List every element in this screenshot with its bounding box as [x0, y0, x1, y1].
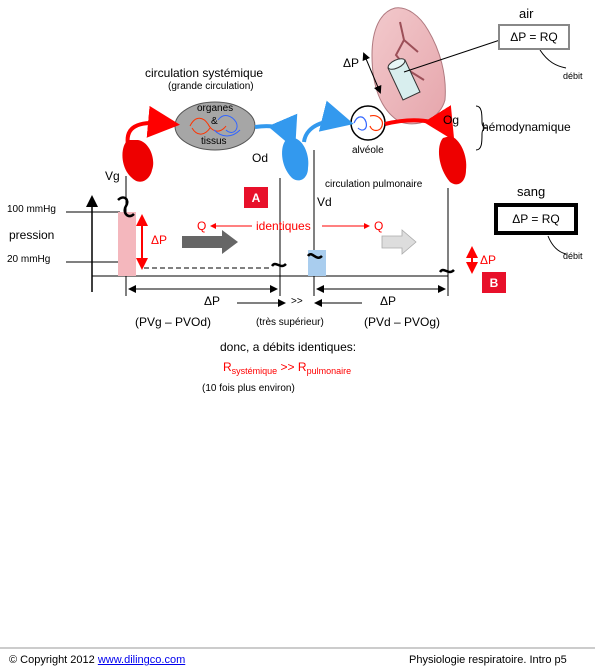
og-label: Og	[443, 113, 460, 127]
pressure-highlight-left	[118, 212, 136, 276]
systemic-arterial-arrow	[125, 105, 180, 146]
lung-illustration	[371, 7, 446, 125]
delta-p-bottom-right: ΔP	[380, 294, 397, 308]
alveole-label: alvéole	[352, 145, 384, 156]
q-left-label: Q	[197, 219, 207, 233]
sang-label: sang	[517, 184, 546, 199]
r-gg: >>	[280, 360, 295, 374]
od-label: Od	[252, 151, 269, 165]
circ-pulmonaire-label: circulation pulmonaire	[325, 179, 423, 190]
r-pul-main: R	[297, 360, 307, 374]
p100-label: 100 mmHg	[7, 204, 56, 215]
grande-circulation-label: (grande circulation)	[168, 81, 254, 92]
tissus-label: tissus	[201, 136, 227, 147]
pvg-pvod-label: (PVg – PVOd)	[135, 315, 212, 329]
wave-vg	[117, 196, 135, 218]
pulmonary-arterial-arrow	[302, 100, 354, 143]
wave-vd	[306, 253, 323, 259]
vd-label: Vd	[317, 195, 332, 209]
badge-b: B	[482, 272, 506, 293]
donc-label: donc, a débits identiques:	[220, 340, 357, 354]
alveole-circle	[350, 105, 386, 141]
left-ventricle-shape	[122, 140, 154, 182]
tube-delta-p-label: ΔP	[343, 56, 360, 70]
debit-sang-leader	[547, 235, 567, 255]
dix-fois-label: (10 fois plus environ)	[202, 383, 295, 394]
pvd-pvog-label: (PVd – PVOg)	[364, 315, 441, 329]
badge-a: A	[244, 187, 268, 208]
air-formula-box: ΔP = RQ	[498, 24, 570, 50]
hemodynamique-label: hémodynamique	[482, 120, 571, 134]
flow-arrow-pulmonary	[381, 229, 417, 255]
delta-p-bottom-left: ΔP	[204, 294, 221, 308]
circ-systemique-label: circulation systémique	[145, 66, 264, 80]
q-right-label: Q	[374, 219, 384, 233]
vg-label: Vg	[105, 169, 120, 183]
systemic-venous-arrow	[254, 113, 298, 150]
delta-p-left-label: ΔP	[151, 233, 168, 247]
pulmonary-venous-arrow	[384, 105, 455, 141]
air-formula: ΔP = RQ	[510, 30, 558, 44]
copyright-text: © Copyright 2012	[9, 654, 95, 666]
footer-copyright: © Copyright 2012 www.dilingco.com	[9, 654, 185, 666]
debit-air-label: débit	[563, 71, 583, 81]
flow-arrow-systemic	[182, 230, 238, 254]
debit-air-leader	[539, 49, 567, 69]
debit-sang-label: débit	[563, 251, 583, 261]
r-sys-sub: systémique	[231, 366, 278, 376]
right-atrium-shape	[282, 138, 309, 181]
tube-leader-line	[403, 39, 501, 73]
much-greater-sign: >>	[291, 296, 303, 307]
hemodynamic-brace	[475, 105, 489, 151]
wave-og	[438, 268, 455, 274]
wave-od	[270, 262, 287, 268]
air-label: air	[519, 6, 534, 21]
airway-tube	[387, 58, 421, 101]
tube-dp-arrow	[362, 52, 382, 94]
organes-label: organes	[197, 103, 234, 114]
resistance-comparison: Rsystémique >> Rpulmonaire	[223, 360, 352, 376]
sang-formula: ΔP = RQ	[512, 212, 560, 226]
ampersand-label: &	[211, 116, 218, 127]
sang-formula-box: ΔP = RQ	[494, 203, 578, 235]
r-pul-sub: pulmonaire	[306, 366, 352, 376]
pression-label: pression	[9, 228, 55, 242]
delta-p-right-label: ΔP	[480, 253, 497, 267]
r-sys-main: R	[223, 360, 232, 374]
identiques-label: identiques	[256, 219, 311, 233]
footer-title: Physiologie respiratoire. Intro p5	[409, 654, 567, 666]
footer-link[interactable]: www.dilingco.com	[97, 654, 186, 666]
tres-superieur-label: (très supérieur)	[256, 317, 324, 328]
p20-label: 20 mmHg	[7, 254, 51, 265]
left-atrium-shape	[438, 136, 467, 185]
